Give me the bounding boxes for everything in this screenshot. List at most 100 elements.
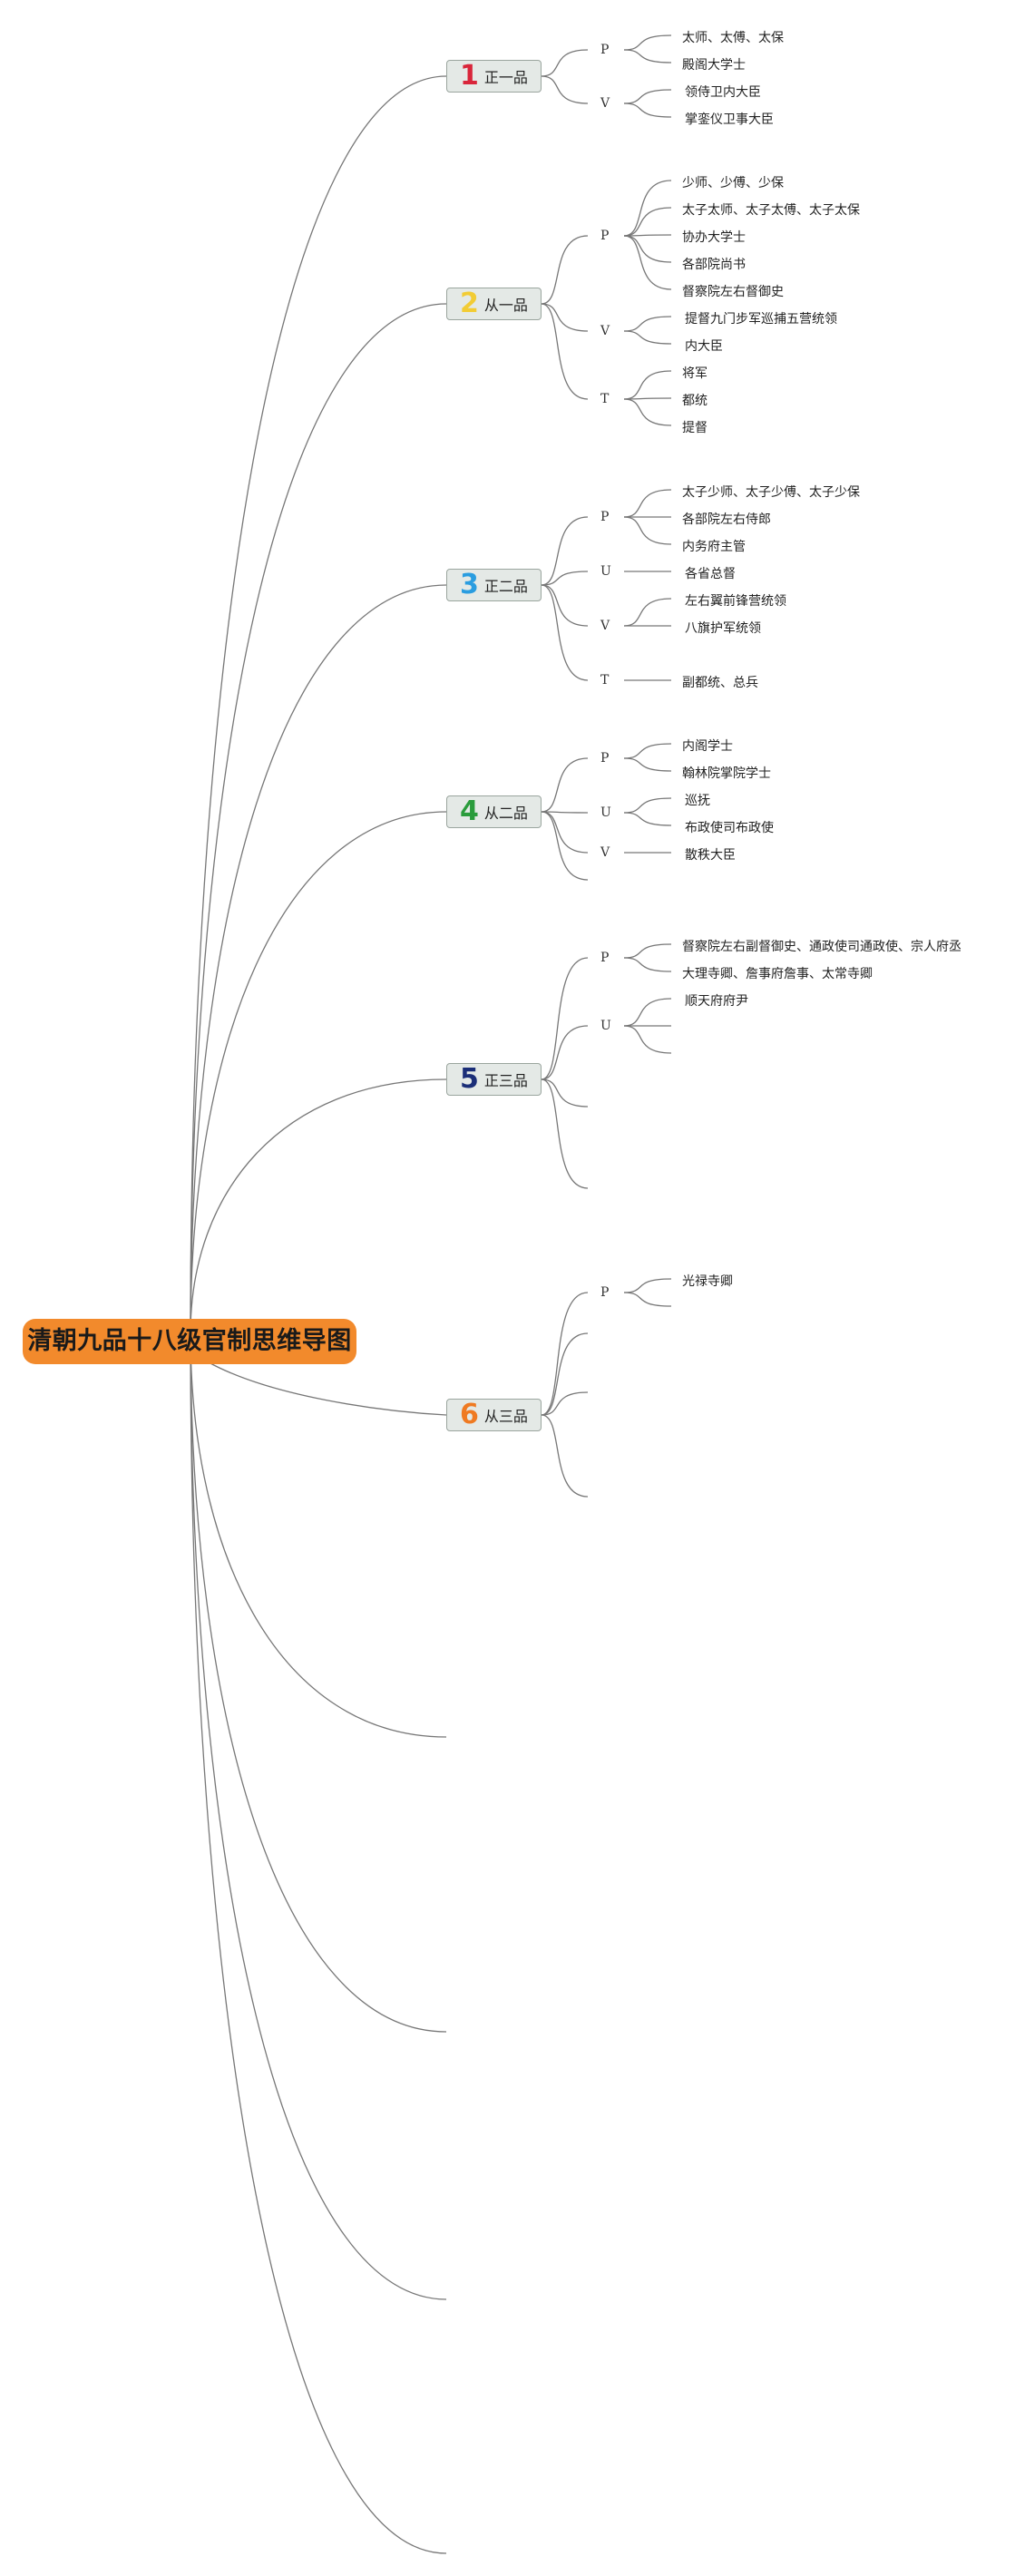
empty-branch-line: [190, 1332, 447, 2554]
category-branch-line: [541, 516, 589, 586]
grade-node-2[interactable]: 2 从一品: [446, 288, 542, 320]
leaf-node[interactable]: 督察院左右督御史: [682, 285, 784, 299]
category-v[interactable]: V: [600, 324, 610, 338]
leaf-branch-line: [623, 235, 672, 263]
category-branch-line: [541, 49, 589, 77]
leaf-node[interactable]: 巡抚: [685, 794, 710, 808]
leaf-branch-line: [623, 757, 672, 772]
leaf-node[interactable]: 各部院尚书: [682, 258, 746, 272]
grade-label: 正三品: [483, 1072, 528, 1089]
leaf-branch-line: [623, 330, 672, 345]
leaf-branch-line: [623, 812, 672, 826]
category-p[interactable]: P: [600, 229, 610, 243]
grade-node-6[interactable]: 6 从三品: [446, 1399, 542, 1431]
category-v[interactable]: V: [600, 619, 610, 633]
leaf-branch-line: [623, 34, 672, 51]
leaf-node[interactable]: 将军: [682, 366, 708, 381]
leaf-branch-line: [623, 235, 672, 290]
grade-label: 从三品: [483, 1408, 528, 1425]
leaf-node[interactable]: 太子太师、太子太傅、太子太保: [682, 203, 860, 218]
empty-branch-line: [190, 1332, 447, 1738]
root-node[interactable]: 清朝九品十八级官制思维导图: [23, 1319, 356, 1364]
leaf-node[interactable]: 都统: [682, 394, 708, 408]
leaf-node[interactable]: 副都统、总兵: [682, 676, 758, 690]
leaf-node[interactable]: 内务府主管: [682, 540, 746, 554]
leaf-node[interactable]: 各部院左右侍郎: [682, 512, 771, 527]
category-p[interactable]: P: [600, 1285, 610, 1300]
root-branch-line: [190, 811, 447, 1334]
category-u[interactable]: U: [600, 1019, 611, 1033]
category-branch-line: [541, 811, 589, 814]
leaf-node[interactable]: 提督九门步军巡捕五营统领: [685, 312, 837, 327]
category-branch-line: [541, 303, 589, 400]
root-branch-line: [190, 303, 447, 1334]
category-branch-line: [541, 811, 589, 854]
leaf-node[interactable]: 左右翼前锋营统领: [685, 594, 786, 609]
leaf-node[interactable]: 内阁学士: [682, 739, 733, 754]
leaf-node[interactable]: 少师、少傅、少保: [682, 176, 784, 190]
grade-node-4[interactable]: 4 从二品: [446, 795, 542, 828]
category-p[interactable]: P: [600, 510, 610, 524]
category-branch-line: [541, 584, 589, 681]
leaf-node[interactable]: 督察院左右副督御史、通政使司通政使、宗人府丞: [682, 940, 961, 954]
leaf-node[interactable]: 八旗护军统领: [685, 621, 761, 636]
leaf-node[interactable]: 顺天府府尹: [685, 994, 748, 1009]
grade-label: 从二品: [483, 805, 528, 822]
category-t[interactable]: T: [600, 673, 610, 688]
leaf-branch-line: [623, 598, 672, 627]
leaf-node[interactable]: 光禄寺卿: [682, 1274, 733, 1289]
leaf-node[interactable]: 散秩大臣: [685, 848, 736, 863]
leaf-node[interactable]: 太师、太傅、太保: [682, 31, 784, 45]
category-p[interactable]: P: [600, 951, 610, 965]
leaf-node[interactable]: 翰林院掌院学士: [682, 766, 771, 781]
leaf-branch-line: [623, 998, 672, 1027]
grade-node-5[interactable]: 5 正三品: [446, 1063, 542, 1096]
leaf-node[interactable]: 殿阁大学士: [682, 58, 746, 73]
leaf-branch-line: [623, 207, 672, 237]
leaf-node[interactable]: 内大臣: [685, 339, 723, 354]
category-v[interactable]: V: [600, 96, 610, 111]
leaf-node[interactable]: 协办大学士: [682, 230, 746, 245]
leaf-node[interactable]: 掌銮仪卫事大臣: [685, 112, 774, 127]
leaf-branch-line: [623, 516, 672, 545]
category-branch-line: [541, 1391, 589, 1416]
grade-number: 1: [460, 60, 479, 92]
category-u[interactable]: U: [600, 805, 611, 820]
leaf-branch-line: [623, 797, 672, 814]
category-p[interactable]: P: [600, 43, 610, 57]
leaf-branch-line: [623, 89, 672, 104]
leaf-branch-line: [623, 234, 672, 237]
category-branch-line: [541, 75, 589, 104]
category-branch-line: [541, 235, 589, 305]
grade-number: 4: [460, 795, 479, 827]
grade-number: 3: [460, 569, 479, 600]
leaf-branch-line: [623, 49, 672, 63]
category-v[interactable]: V: [600, 845, 610, 860]
leaf-node[interactable]: 领侍卫内大臣: [685, 85, 761, 100]
root-branch-line: [190, 75, 447, 1334]
leaf-branch-line: [623, 370, 672, 400]
category-u[interactable]: U: [600, 564, 611, 579]
leaf-node[interactable]: 大理寺卿、詹事府詹事、太常寺卿: [682, 967, 873, 981]
category-p[interactable]: P: [600, 751, 610, 766]
category-branch-line: [541, 757, 589, 813]
grade-node-1[interactable]: 1 正一品: [446, 60, 542, 93]
leaf-branch-line: [623, 180, 672, 237]
leaf-branch-line: [623, 943, 672, 959]
empty-branch-line: [190, 1332, 447, 2033]
leaf-node[interactable]: 太子少师、太子少傅、太子少保: [682, 485, 860, 500]
grade-number: 6: [460, 1399, 479, 1430]
leaf-node[interactable]: 各省总督: [685, 567, 736, 581]
grade-label: 正二品: [483, 578, 528, 595]
category-branch-line: [541, 1025, 589, 1080]
category-t[interactable]: T: [600, 392, 610, 406]
leaf-node[interactable]: 布政使司布政使: [685, 821, 774, 835]
leaf-branch-line: [623, 1025, 672, 1054]
category-branch-line: [541, 1414, 589, 1498]
root-branch-line: [208, 1361, 447, 1416]
grade-node-3[interactable]: 3 正二品: [446, 569, 542, 601]
leaf-node[interactable]: 提督: [682, 421, 708, 435]
leaf-branch-line: [623, 398, 672, 426]
root-branch-line: [190, 1078, 447, 1334]
